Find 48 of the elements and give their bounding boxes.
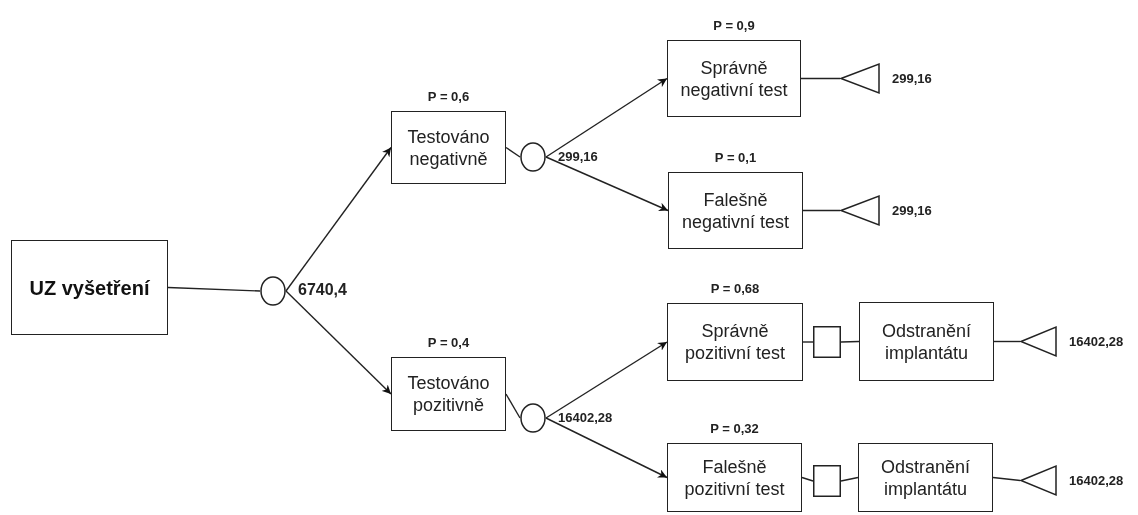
connector-line [993, 340, 1021, 343]
expected-value-label: 16402,28 [1069, 333, 1124, 349]
node-label: Falešně negativní test [680, 188, 791, 233]
probability-label: P = 0,68 [710, 281, 760, 296]
outcome-box [668, 172, 803, 249]
connector-line [505, 393, 521, 419]
probability-label: P = 0,9 [713, 18, 755, 33]
node-label: Testováno negativně [406, 125, 491, 170]
arrow [285, 146, 392, 292]
expected-value-label: 16402,28 [558, 410, 613, 425]
node-label: Testováno pozitivně [406, 372, 491, 416]
outcome-box [859, 302, 994, 381]
arrow [545, 341, 668, 419]
outcome-box [391, 357, 506, 431]
outcome-box [667, 443, 802, 512]
expected-value-label: 299,16 [892, 70, 932, 86]
outcome-box [667, 303, 803, 381]
connector-line [801, 476, 814, 482]
arrow [545, 156, 669, 212]
outcome-box [667, 40, 801, 117]
node-label: Falešně pozitivní test [683, 455, 786, 500]
expected-value-label: 299,16 [558, 149, 598, 164]
connector-line [802, 341, 814, 343]
node-label: Odstranění implantátu [880, 319, 973, 364]
node-label: Správně negativní test [679, 56, 789, 101]
outcome-box [391, 111, 506, 184]
node-label: Odstranění implantátu [879, 455, 972, 500]
expected-value-label: 299,16 [892, 202, 932, 218]
connector-line [840, 476, 859, 482]
connector-line [505, 146, 521, 158]
arrow [545, 417, 668, 479]
connector-line [840, 340, 860, 343]
node-label: Správně pozitivní test [683, 320, 786, 364]
arrow [545, 77, 668, 158]
probability-label: P = 0,6 [427, 89, 470, 104]
probability-label: P = 0,32 [710, 421, 759, 436]
connector-line [802, 209, 841, 212]
connector-line [992, 476, 1021, 482]
outcome-box [858, 443, 993, 512]
connector-line [800, 77, 841, 80]
probability-label: P = 0,1 [714, 150, 757, 165]
expected-value-label: 16402,28 [1069, 472, 1124, 488]
outcome-box [11, 240, 168, 335]
arrow [285, 290, 392, 395]
node-label: UZ vyšetření [29, 276, 150, 299]
probability-label: P = 0,4 [427, 335, 470, 350]
connector-line [167, 286, 261, 292]
expected-value-label: 6740,4 [298, 281, 347, 299]
